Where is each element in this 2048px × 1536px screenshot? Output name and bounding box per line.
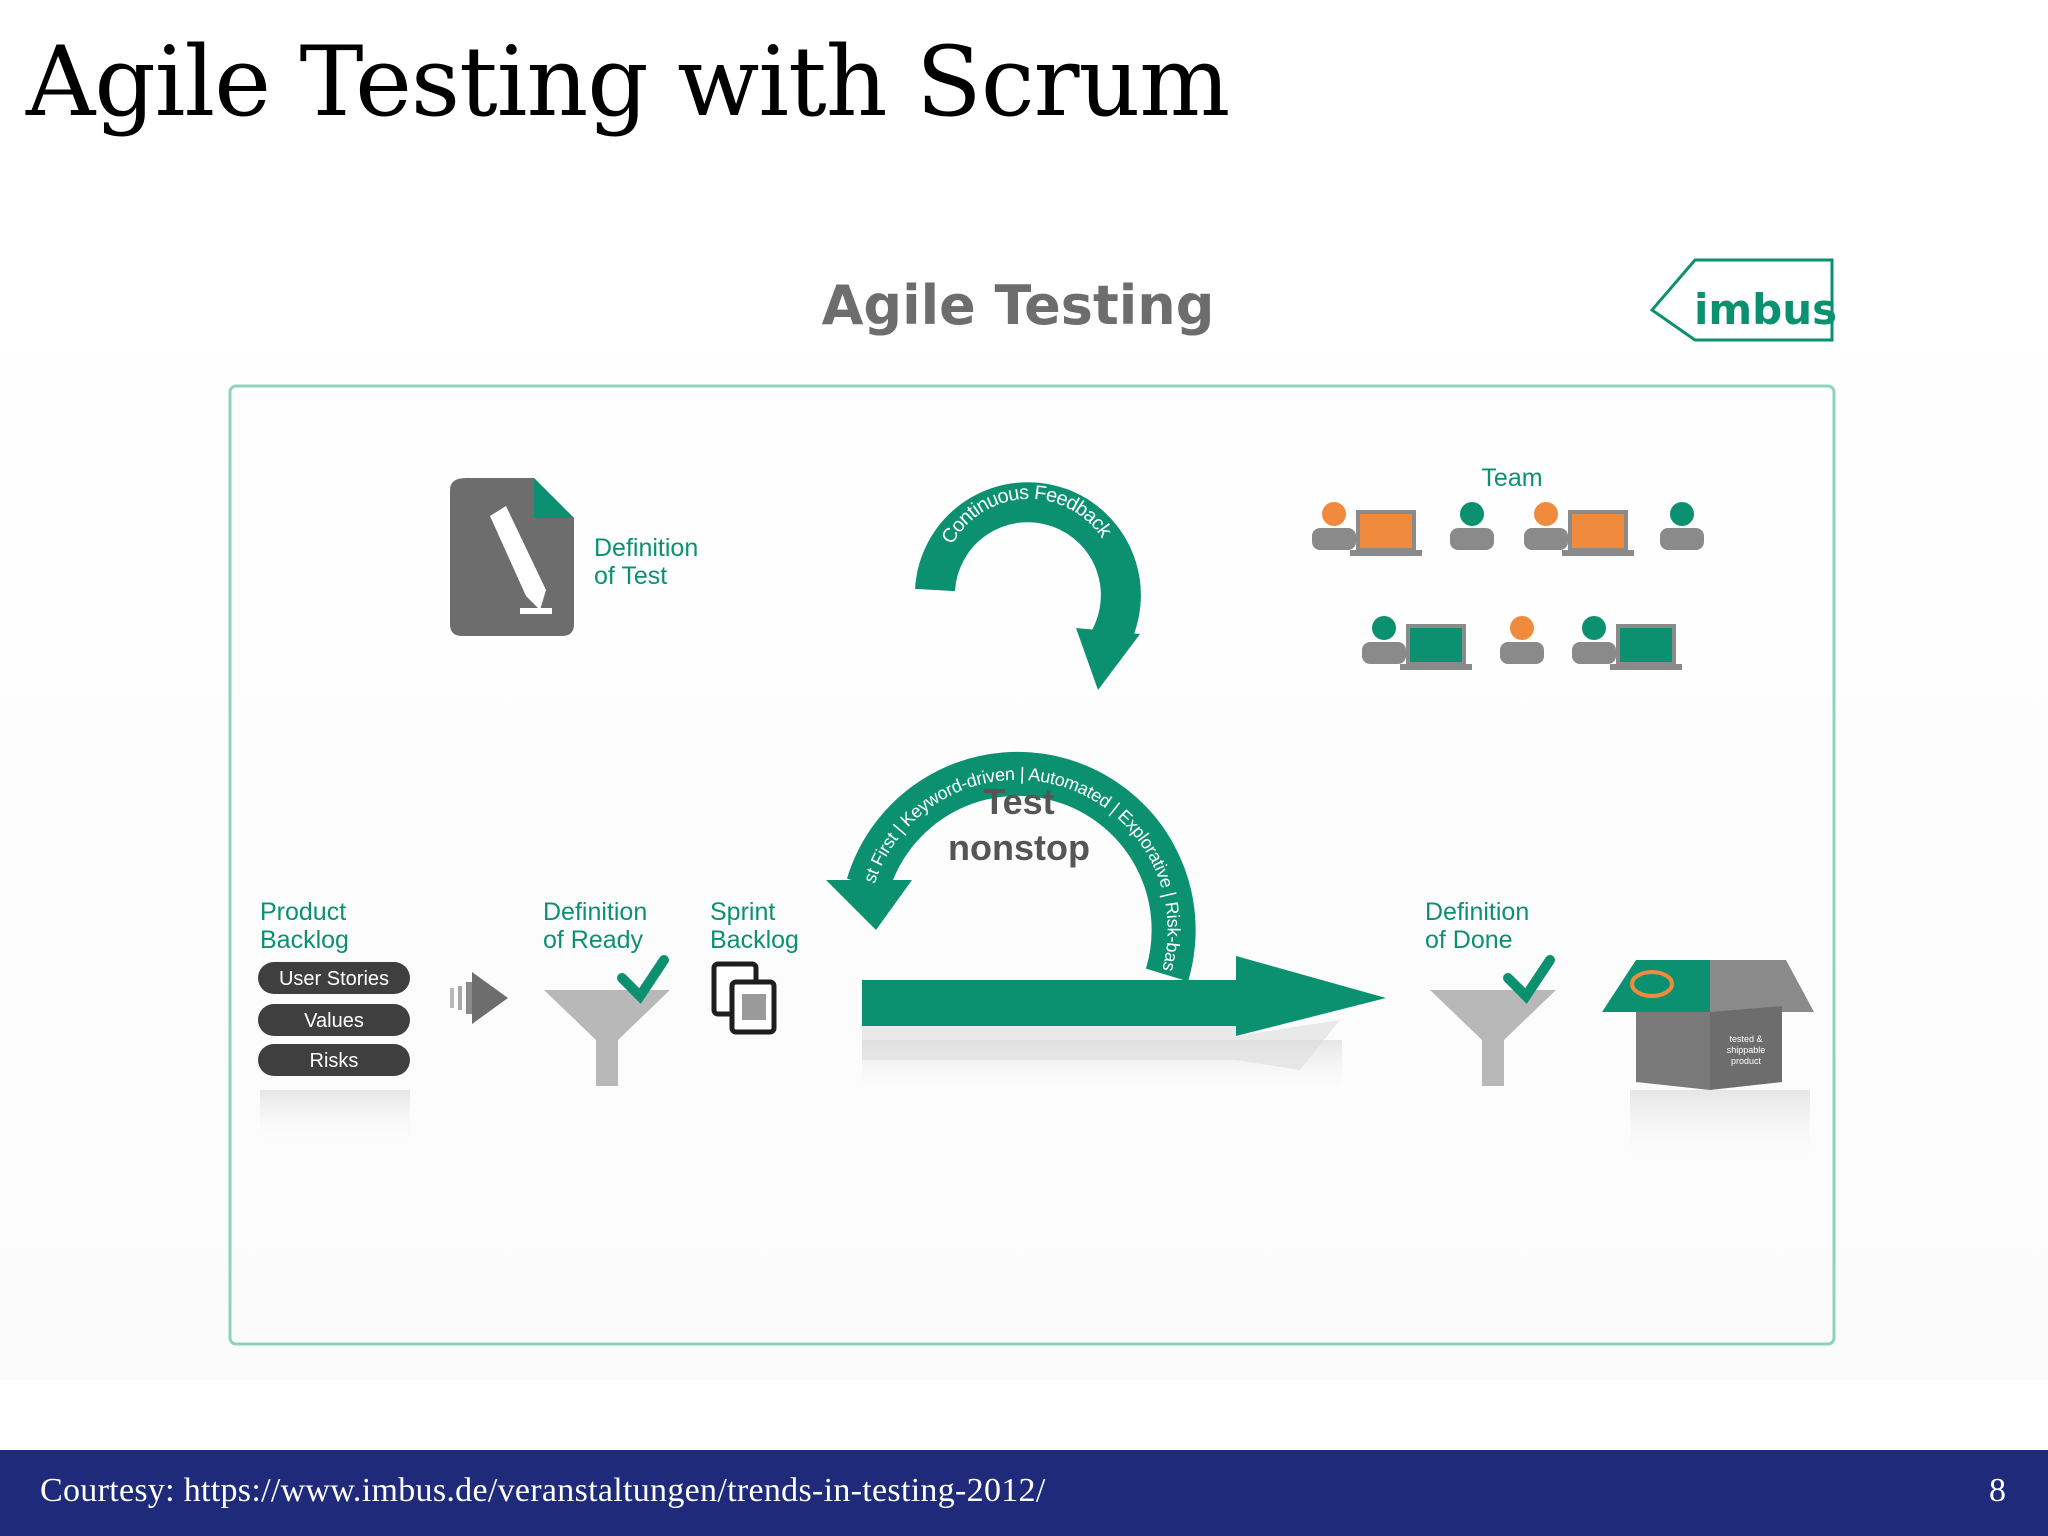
agile-testing-diagram: Agile Testing imbus Definition of Test T… [0, 240, 2048, 1380]
backlog-pill-values: Values [258, 1004, 410, 1036]
definition-of-ready-label-line1: Definition [543, 898, 647, 926]
center-text-line1: Test [983, 781, 1054, 822]
logo-text: imbus [1694, 285, 1837, 334]
slide-title: Agile Testing with Scrum [26, 30, 1229, 136]
product-backlog-label-line2: Backlog [260, 926, 349, 954]
definition-of-ready-label-line2: of Ready [543, 926, 644, 954]
box-label-line2: shippable [1727, 1045, 1766, 1055]
small-arrow-icon [450, 972, 508, 1024]
sprint-backlog-label-line2: Backlog [710, 926, 799, 954]
footer-bar: Courtesy: https://www.imbus.de/veranstal… [0, 1450, 2048, 1536]
footer-courtesy: Courtesy: https://www.imbus.de/veranstal… [40, 1472, 1046, 1510]
backlog-pill-risks: Risks [258, 1044, 410, 1076]
team-people-icons [1312, 502, 1704, 670]
svg-text:Risks: Risks [310, 1050, 359, 1072]
funnel-ready-icon [544, 960, 670, 1086]
funnel-done-icon [1430, 960, 1556, 1086]
svg-text:Values: Values [304, 1010, 364, 1032]
box-label-line3: product [1731, 1056, 1762, 1066]
sprint-backlog-documents-icon [714, 964, 774, 1032]
definition-of-test-label-line2: of Test [594, 562, 667, 590]
definition-of-test-label-line1: Definition [594, 534, 698, 562]
team-label: Team [1481, 464, 1542, 492]
definition-of-done-label-line2: of Done [1425, 926, 1513, 954]
page-number: 8 [1989, 1472, 2006, 1510]
imbus-logo: imbus [1652, 260, 1837, 340]
product-backlog-label-line1: Product [260, 898, 346, 926]
definition-of-test-icon [450, 478, 574, 636]
process-arrow [862, 956, 1386, 1070]
svg-text:User Stories: User Stories [279, 968, 389, 990]
shippable-product-box-icon: tested & shippable product [1602, 960, 1814, 1090]
backlog-pill-user-stories: User Stories [258, 962, 410, 994]
box-label-line1: tested & [1729, 1034, 1762, 1044]
definition-of-done-label-line1: Definition [1425, 898, 1529, 926]
sprint-backlog-label-line1: Sprint [710, 898, 775, 926]
continuous-feedback-loop: Continuous Feedback [935, 482, 1140, 690]
center-text-line2: nonstop [948, 827, 1090, 868]
diagram-heading: Agile Testing [822, 274, 1215, 337]
